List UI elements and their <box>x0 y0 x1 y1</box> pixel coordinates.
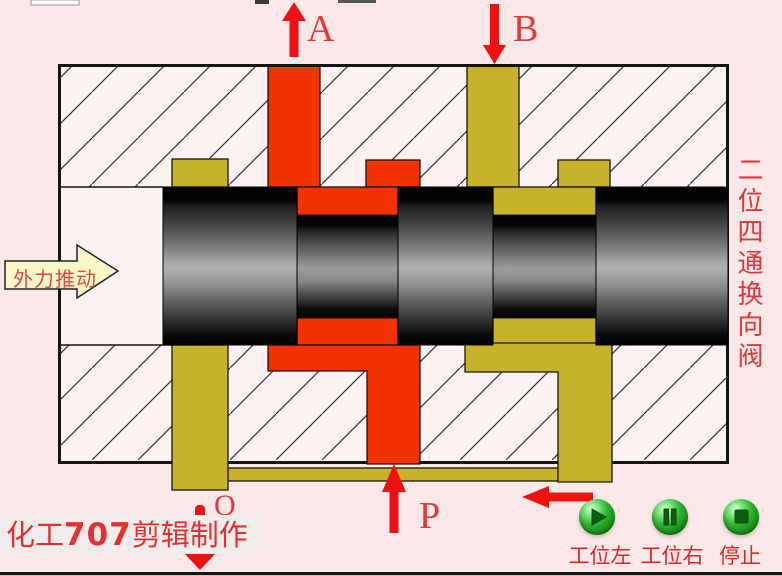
arrow-b-shaft <box>490 4 499 47</box>
spool <box>162 186 729 346</box>
arrow-b-down-icon <box>483 45 506 64</box>
frame-mark <box>255 0 269 4</box>
port-label-o: O <box>214 489 236 522</box>
port-label-b: B <box>513 8 539 50</box>
spool-land-right <box>595 186 729 346</box>
credit-text: 化工707剪辑制作 <box>6 518 248 552</box>
port-a-recess <box>365 159 421 188</box>
credit-part1: 化工 <box>6 518 65 552</box>
port-o-upper-recess <box>171 158 229 188</box>
arrow-a-up-icon <box>282 2 306 21</box>
play-right-button[interactable] <box>652 499 688 535</box>
port-a-stem <box>267 65 321 188</box>
credit-part2: 707 <box>64 517 132 553</box>
arrow-a-shaft <box>289 20 299 57</box>
credit-band <box>0 515 260 554</box>
valve-title-vertical: 二位四通换向阀 <box>733 156 763 373</box>
frame-mark <box>30 0 80 6</box>
spool-neck-1 <box>296 214 399 319</box>
stop-button-label[interactable]: 停止 <box>719 544 761 568</box>
port-b-recess <box>557 159 611 188</box>
arrow-p-up-icon <box>382 464 406 492</box>
spool-land-left <box>162 186 298 346</box>
spool-land-middle <box>397 186 494 346</box>
port-o-stem <box>171 344 229 491</box>
play-left-button[interactable] <box>579 499 615 535</box>
spool-neck-2 <box>492 214 597 319</box>
push-arrow-label: 外力推动 <box>13 267 97 291</box>
play-right-button-label[interactable]: 工位右 <box>640 544 704 568</box>
port-label-a: A <box>307 8 335 50</box>
frame-mark <box>338 0 376 3</box>
play-left-button-label[interactable]: 工位左 <box>568 544 632 568</box>
bottom-frame-line <box>0 572 782 576</box>
return-channel-yellow <box>171 65 613 491</box>
stop-icon <box>734 509 749 524</box>
port-label-p: P <box>419 495 441 537</box>
arrow-left-shaft <box>548 492 593 502</box>
pause-icon <box>663 508 677 526</box>
play-icon <box>591 508 608 526</box>
port-b-stem <box>466 65 520 188</box>
credit-part3: 剪辑制作 <box>131 518 248 552</box>
arrow-p-shaft <box>389 491 399 533</box>
push-arrow-icon <box>4 243 120 300</box>
stop-button[interactable] <box>723 499 759 535</box>
arrow-o-down-icon <box>183 552 217 570</box>
arrow-left-icon <box>522 486 549 508</box>
